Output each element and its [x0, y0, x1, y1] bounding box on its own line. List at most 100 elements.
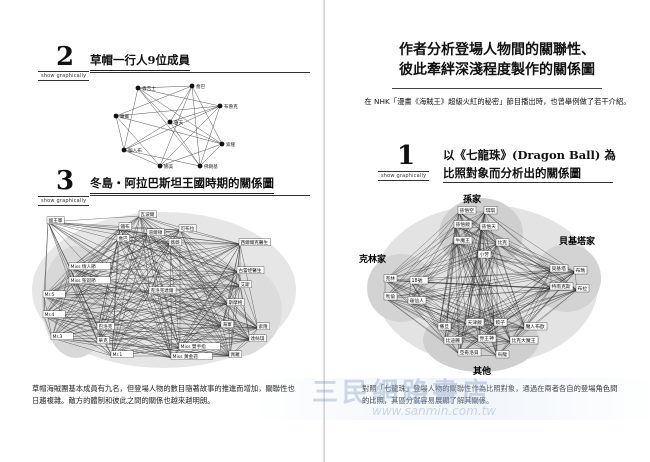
crew-graph-nodes: 香吉士喬巴布魯克羅賓魯夫索隆騙人布娜美佛朗基	[113, 83, 238, 170]
right-caption: 對照「七龍珠」登場人物的關聯性作為比照對象，通過在兩者各自的登場角色間的比照，其…	[362, 384, 618, 405]
db-edge	[438, 289, 578, 329]
alabasta-edge	[119, 227, 239, 273]
alabasta-edge	[51, 243, 171, 339]
db-node-label: 餃子	[496, 319, 506, 326]
crew-node-label: 喬巴	[196, 83, 206, 90]
crew-edge	[123, 121, 171, 151]
db-node-box	[479, 222, 499, 231]
alabasta-edge	[51, 281, 71, 339]
db-edge	[496, 243, 552, 271]
db-edge	[384, 297, 480, 341]
db-node-label: 龜仙人	[410, 297, 425, 304]
crew-edge	[137, 87, 221, 107]
db-node-label: 布瑪	[576, 267, 586, 274]
db-edge	[384, 279, 480, 341]
section-3-badge: show graphically	[38, 196, 90, 206]
alabasta-edge	[97, 291, 151, 343]
alabasta-edge	[169, 243, 231, 357]
crew-edge	[137, 85, 193, 89]
alabasta-edge	[179, 229, 241, 287]
alabasta-node-label: Miss 黃金週	[173, 353, 199, 360]
db-edge	[466, 243, 498, 325]
alabasta-right-cluster	[178, 262, 282, 358]
alabasta-node-label: Miss 情人節	[71, 263, 97, 270]
db-node-box	[495, 238, 510, 247]
db-node-label: 比迪麗	[446, 337, 461, 344]
alabasta-edge	[179, 229, 231, 357]
db-node-label: 亞奇洛貝	[460, 349, 479, 356]
alabasta-node-label: 鐵布	[121, 223, 131, 230]
db-edge	[484, 211, 576, 273]
headline-rule	[392, 88, 602, 89]
db-edge	[494, 271, 576, 325]
alabasta-node-label: Miss 聖誕節	[71, 277, 97, 284]
section-3-rule	[90, 195, 310, 196]
db-edge	[466, 289, 578, 325]
alabasta-edge	[47, 221, 151, 293]
db-edge	[408, 287, 552, 303]
headline-line-2: 彼此牽絆深淺程度製作的關係圖	[399, 62, 595, 78]
db-edge	[410, 281, 440, 329]
alabasta-node-box	[118, 222, 132, 230]
db-node-box	[409, 276, 429, 285]
alabasta-edge	[51, 337, 113, 357]
alabasta-edge	[179, 229, 251, 341]
alabasta-node-box	[50, 332, 74, 341]
db-edge	[408, 211, 460, 303]
crew-relationship-graph: 香吉士喬巴布魯克羅賓魯夫索隆騙人布娜美佛朗基	[113, 83, 238, 170]
alabasta-edge	[69, 281, 99, 343]
crew-node-label: 佛朗基	[204, 163, 218, 170]
db-node-label: 孫悟飯	[456, 221, 471, 228]
db-edge	[458, 243, 498, 355]
crew-edge	[137, 87, 201, 167]
alabasta-node-box	[170, 352, 213, 361]
alabasta-edge	[117, 239, 229, 305]
alabasta-edge	[69, 281, 259, 329]
db-edge	[510, 289, 578, 343]
crew-edge	[199, 143, 223, 167]
alabasta-edge	[119, 227, 241, 287]
db-edge	[466, 287, 552, 325]
db-node-box	[465, 318, 485, 327]
db-edge	[438, 241, 456, 329]
alabasta-edge	[119, 227, 259, 329]
alabasta-edge	[97, 341, 113, 357]
alabasta-node-box	[226, 298, 245, 307]
db-edge	[384, 241, 456, 299]
alabasta-node-label: 瓦波爾	[141, 211, 155, 218]
crew-edge	[137, 87, 171, 123]
db-node-box	[549, 282, 574, 291]
crew-edge	[169, 121, 201, 167]
alabasta-edge	[51, 243, 241, 339]
alabasta-edge	[227, 243, 241, 305]
section-1-title-line-1: 以《七龍珠》(Dragon Ball) 為	[443, 148, 616, 162]
alabasta-edge	[139, 215, 149, 235]
db-node-box	[523, 322, 548, 331]
alabasta-edge	[139, 215, 241, 287]
crew-node-label: 香吉士	[142, 85, 156, 92]
db-node-box	[477, 334, 497, 343]
db-edge	[478, 255, 552, 271]
alabasta-edge	[51, 267, 71, 339]
db-edge	[384, 297, 460, 355]
db-edge	[438, 287, 552, 329]
db-edge	[484, 211, 578, 291]
headline-line-1: 作者分析登場人物間的關聯性、	[399, 42, 595, 58]
db-node-label: 烏龍	[498, 351, 508, 358]
alabasta-edge	[171, 243, 241, 359]
db-node-box	[495, 350, 510, 359]
alabasta-edge	[97, 327, 231, 357]
alabasta-edge	[229, 285, 241, 357]
alabasta-node-box	[46, 216, 65, 224]
alabasta-edge	[111, 227, 121, 357]
db-edge	[408, 211, 486, 303]
db-node-box	[383, 274, 398, 283]
alabasta-node-label: 艾斯	[241, 281, 251, 288]
crew-node-label: 索隆	[226, 141, 236, 148]
db-cluster-right	[533, 244, 601, 312]
db-edge	[384, 271, 576, 299]
db-edge	[478, 269, 552, 341]
alabasta-edge	[97, 327, 259, 343]
alabasta-node-box	[236, 266, 265, 275]
